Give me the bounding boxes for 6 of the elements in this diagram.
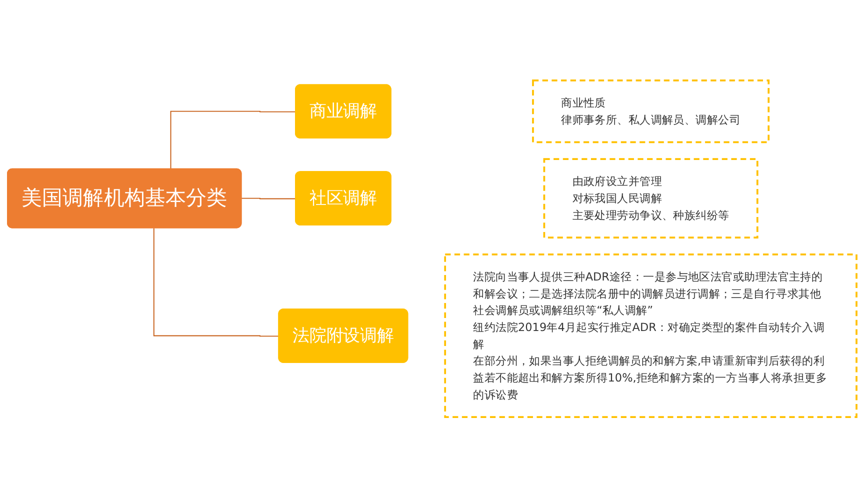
node-box: 由政府设立并管理 对标我国人民调解 主要处理劳动争议、种族纠纷等 [543, 158, 758, 239]
node-box: 法院向当事人提供三种ADR途径：一是参与地区法官或助理法官主持的和解会议；二是选择法院名册中的调解员进行调解；三是自行寻求其他社会调解员或调解组织等“私人调解” 纽约法院2019年4月起实行推定ADR：对确定类型的案件自动转介入调解 在部分州，如果当事人拒绝调解员的和解方案,申请重新审判后获得的利益若不能超出和解方案所得10%,拒绝和解方案的一方当事人将承担更多的诉讼费 [444, 254, 858, 418]
connector [170, 111, 296, 170]
connector [241, 198, 296, 200]
connector [153, 228, 280, 337]
node-box: 商业性质 律师事务所、私人调解员、调解公司 [532, 80, 770, 144]
